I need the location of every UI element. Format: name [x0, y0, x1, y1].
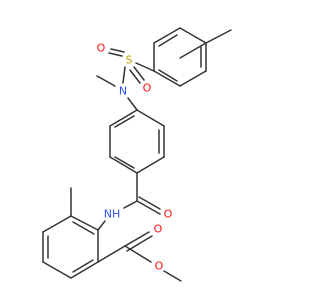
tolyl-methyl-bond [205, 29, 232, 44]
n-methyl-bond [96, 75, 116, 87]
amide-co-bond-1 [136, 200, 161, 215]
sulfonyl-oxygen-bottom-label: O [143, 82, 152, 95]
sulfonamide-nitrogen-label: N [119, 85, 127, 98]
ester-carbonyl-oxygen-label: O [154, 223, 163, 236]
canvas-background [0, 0, 300, 300]
s-o-bottom-bond-1 [133, 66, 145, 81]
phenylene-ring [109, 109, 165, 174]
s-n-bond [122, 66, 126, 84]
sulfur-label: S [126, 54, 133, 67]
benzoate-ring [42, 215, 99, 279]
tolyl-ring [153, 27, 207, 87]
nh-ring-bond [97, 220, 106, 231]
s-o-left-bond-1 [108, 52, 123, 57]
ester-co-bond-1 [124, 231, 150, 247]
amide-oxygen-label: O [164, 208, 173, 221]
s-o-left-bond-2 [110, 48, 125, 53]
ester-oxygen-label: O [155, 260, 164, 273]
ester-co-single-bond [124, 245, 152, 263]
amide-nh-label: NH [104, 208, 121, 221]
s-o-bottom-bond-2 [129, 69, 141, 84]
n-ring-bond [127, 97, 138, 111]
sulfonyl-oxygen-left-label: O [97, 42, 106, 55]
ring-ester-bond [97, 245, 126, 263]
molecule-structure: S O O N O NH O O [0, 0, 300, 300]
amide-co-bond-2 [138, 196, 161, 210]
amide-cn-bond [123, 200, 138, 209]
s-ring-bond [135, 62, 155, 72]
ester-co-bond-2 [126, 235, 153, 252]
ester-methyl-bond [163, 270, 182, 282]
